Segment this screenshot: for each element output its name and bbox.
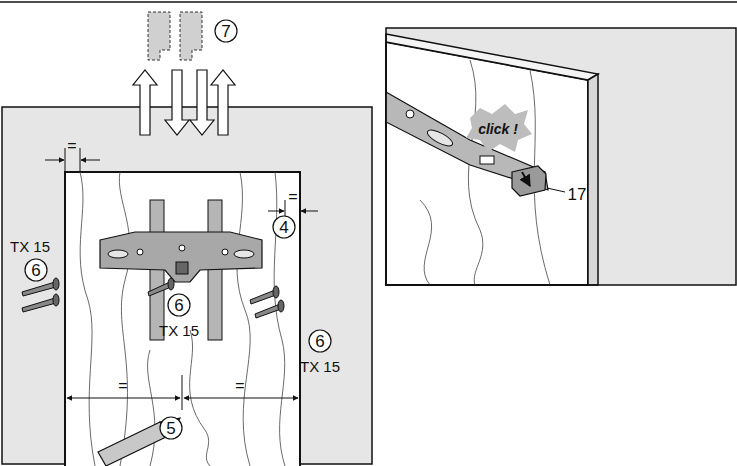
dimension-lines bbox=[45, 148, 318, 410]
door-corner bbox=[386, 34, 598, 285]
bracket-detail bbox=[386, 92, 548, 190]
dimension-mark: = bbox=[235, 378, 244, 394]
door-panel bbox=[65, 172, 300, 466]
top-rule bbox=[0, 1, 737, 3]
tool-size: TX 15 bbox=[159, 323, 199, 338]
callout-number: 6 bbox=[174, 297, 183, 314]
callout-number: 4 bbox=[279, 219, 288, 236]
panel-frame bbox=[386, 28, 736, 285]
clip-part bbox=[512, 166, 546, 196]
callout-number: 17 bbox=[568, 186, 587, 203]
leader-line bbox=[547, 188, 565, 192]
pencil bbox=[98, 418, 180, 466]
dimension-mark: = bbox=[67, 138, 76, 154]
sound-text: click ! bbox=[478, 122, 518, 136]
click-burst bbox=[466, 104, 532, 152]
callout-number: 6 bbox=[31, 262, 40, 279]
screws bbox=[22, 278, 284, 318]
dimension-mark: = bbox=[118, 378, 127, 394]
dashed-part bbox=[148, 12, 202, 60]
movement-arrows bbox=[133, 70, 235, 135]
mounting-bracket bbox=[100, 232, 262, 282]
callout-number: 7 bbox=[221, 23, 230, 40]
tool-size: TX 15 bbox=[10, 239, 50, 254]
callout-circles bbox=[25, 20, 588, 439]
tool-size: TX 15 bbox=[300, 359, 340, 374]
dimension-mark: = bbox=[288, 189, 297, 205]
callout-number: 5 bbox=[166, 420, 175, 437]
callout-number: 6 bbox=[315, 333, 324, 350]
panel-frame bbox=[386, 28, 736, 285]
